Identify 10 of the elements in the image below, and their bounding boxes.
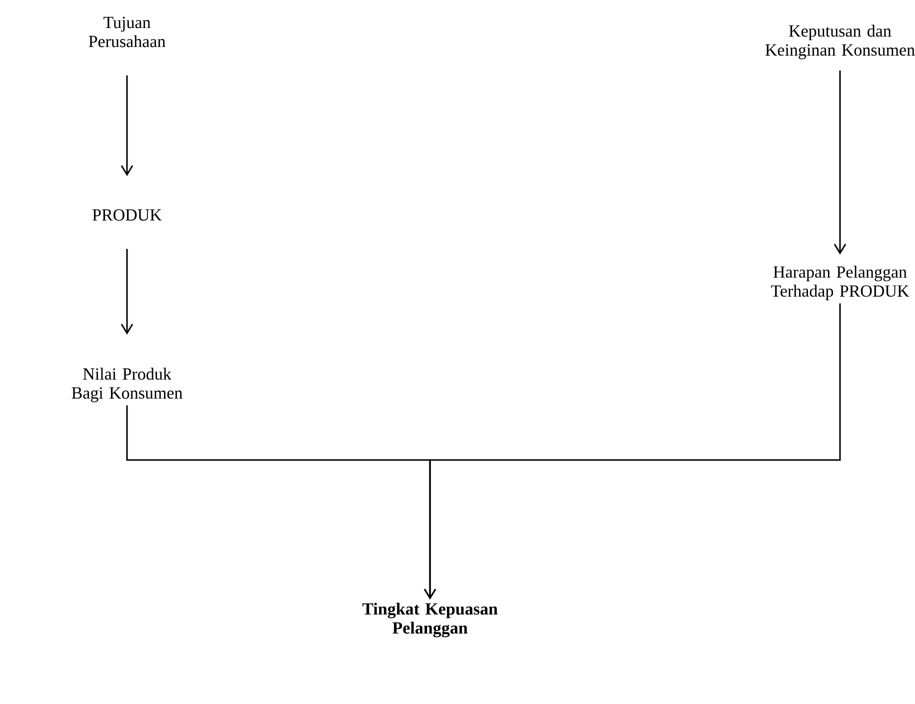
node-label: Tujuan Perusahaan xyxy=(88,16,166,48)
node-label: PRODUK xyxy=(92,209,162,221)
arrow xyxy=(834,70,846,255)
arrow xyxy=(120,248,134,335)
node-label: Keputusan dan Keinginan Konsumen xyxy=(765,24,915,60)
node-label: Tingkat Kepuasan Pelanggan xyxy=(362,602,498,638)
arrow xyxy=(120,75,134,176)
arrow xyxy=(424,303,841,600)
node-label: Harapan Pelanggan Terhadap PRODUK xyxy=(771,266,910,300)
node-label: Nilai Produk Bagi Konsumen xyxy=(72,368,182,402)
